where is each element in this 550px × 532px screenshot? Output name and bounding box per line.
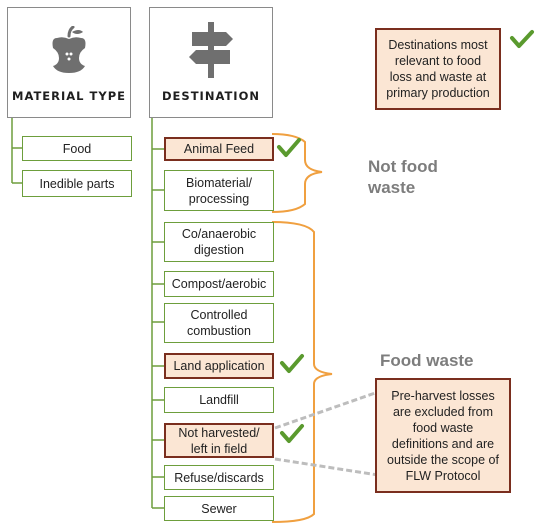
material-inedible-parts: Inedible parts xyxy=(22,170,132,197)
apple-core-icon xyxy=(52,26,86,73)
destination-biomaterial-processing: Biomaterial/ processing xyxy=(164,170,274,211)
destination-header: DESTINATION xyxy=(149,7,273,118)
check-icon xyxy=(280,354,304,373)
destination-landfill: Landfill xyxy=(164,387,274,413)
destination-sewer: Sewer xyxy=(164,496,274,521)
material-type-header: MATERIAL TYPE xyxy=(7,7,131,118)
pre-harvest-pointer xyxy=(274,457,379,477)
food-waste-label: Food waste xyxy=(380,351,474,370)
signpost-icon xyxy=(189,22,233,78)
food-waste-bracket xyxy=(271,221,333,523)
destination-animal-feed: Animal Feed xyxy=(164,137,274,161)
destination-refuse-discards: Refuse/discards xyxy=(164,465,274,490)
check-icon xyxy=(280,424,304,443)
check-icon xyxy=(277,138,301,157)
destination-title: DESTINATION xyxy=(162,89,260,103)
material-food: Food xyxy=(22,136,132,161)
pre-harvest-pointer xyxy=(274,390,379,430)
destination-controlled-combustion: Controlled combustion xyxy=(164,303,274,343)
check-icon xyxy=(510,30,534,48)
not-food-waste-label: Not food waste xyxy=(368,157,438,197)
destination-compost-aerobic: Compost/aerobic xyxy=(164,271,274,297)
destination-not-harvested: Not harvested/ left in field xyxy=(164,423,274,458)
destination-co-anaerobic-digestion: Co/anaerobic digestion xyxy=(164,222,274,262)
legend-note: Destinations most relevant to food loss … xyxy=(375,28,501,110)
material-type-title: MATERIAL TYPE xyxy=(12,89,126,103)
pre-harvest-note: Pre-harvest losses are excluded from foo… xyxy=(375,378,511,493)
destination-land-application: Land application xyxy=(164,353,274,379)
